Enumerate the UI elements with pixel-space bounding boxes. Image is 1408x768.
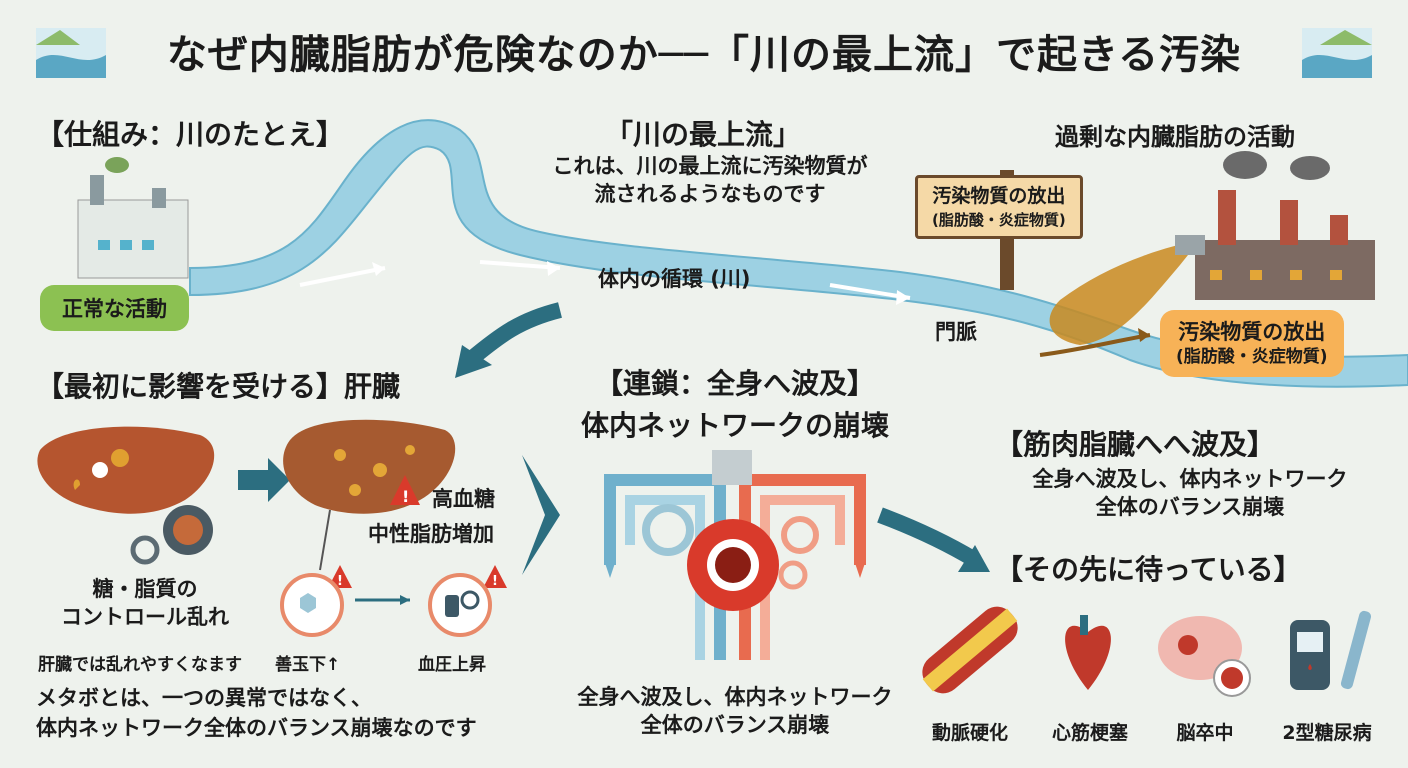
gear-icon <box>642 504 694 556</box>
cholesterol-label: 善玉下↑ <box>275 655 341 675</box>
arrow-to-liver <box>464 302 562 367</box>
upstream-desc-line2: 流されるようなものです <box>594 182 826 207</box>
pollution-stream <box>1049 240 1200 345</box>
river-landscape-icon <box>1302 28 1372 78</box>
liver-icon <box>37 426 215 514</box>
chain-bottom-line1: 全身へ波及し、体内ネットワーク <box>577 685 893 709</box>
arrow-to-muscle <box>877 507 980 567</box>
portal-vein-label: 門脈 <box>935 320 977 344</box>
pollution-sign-line2: (脂肪酸・炎症物質) <box>932 210 1066 229</box>
artery-icon <box>922 606 1018 694</box>
metabo-line2: 体内ネットワーク全体のバランス崩壊なのです <box>36 716 477 741</box>
pollution-sign: 汚染物質の放出 (脂肪酸・炎症物質) <box>915 175 1083 239</box>
hyperglycemia-label: 高血糖 <box>432 487 495 511</box>
pollution-box-line1: 汚染物質の放出 <box>1178 320 1326 344</box>
chain-heading-line1: 【連鎖：全身へ波及】 <box>594 367 875 400</box>
normal-activity-badge: 正常な活動 <box>40 285 189 331</box>
upstream-heading: 「川の最上流」 <box>605 118 802 151</box>
muscle-line1: 全身へ波及し、体内ネットワーク <box>1032 467 1348 491</box>
blood-pressure-monitor-icon <box>428 573 492 637</box>
pollution-release-box: 汚染物質の放出 (脂肪酸・炎症物質) <box>1160 310 1344 378</box>
excess-heading: 過剰な内臓脂肪の活動 <box>1055 123 1295 151</box>
river-flow-arrow <box>479 260 561 270</box>
page-title: なぜ内臓脂肪が危険なのか──「川の最上流」で起きる汚染 <box>166 32 1242 78</box>
disease-label-type2-diabetes: 2型糖尿病 <box>1282 722 1372 744</box>
blood-pressure-label: 血圧上昇 <box>418 655 486 675</box>
pollution-sign-line1: 汚染物質の放出 <box>932 185 1066 207</box>
chain-heading: 【連鎖：全身へ波及】 体内ネットワークの崩壊 <box>565 363 905 447</box>
chain-heading-line2: 体内ネットワークの崩壊 <box>580 409 889 442</box>
liver-disorder-line2: コントロール乱れ <box>61 605 229 630</box>
upstream-desc-line1: これは、川の最上流に汚染物質が <box>552 154 868 178</box>
circulation-label: 体内の循環 (川) <box>598 267 751 291</box>
metabo-summary: メタボとは、一つの異常ではなく、 体内ネットワーク全体のバランス崩壊なのです <box>36 683 477 744</box>
river-flow-arrow <box>299 266 386 287</box>
disease-label-myocardial-infarction: 心筋梗塞 <box>1051 722 1128 744</box>
future-heading: 【その先に待っている】 <box>995 553 1302 586</box>
svg-text:!: ! <box>402 487 409 506</box>
factory-icon <box>77 157 189 279</box>
muscle-heading: 【筋肉脂臓へへ波及】 <box>995 428 1276 461</box>
disease-label-stroke: 脳卒中 <box>1176 722 1234 744</box>
muscle-text: 全身へ波及し、体内ネットワーク 全体のバランス崩壊 <box>995 465 1385 522</box>
heart-icon <box>1065 615 1111 690</box>
chain-chevron-arrow <box>522 455 560 575</box>
insulin-pen-icon <box>1340 610 1372 690</box>
liver-disorder-note: 肝臓では乱れやすくなます <box>38 655 242 675</box>
factory-icon <box>1175 151 1375 300</box>
liver-disorder-line1: 糖・脂質の <box>92 577 198 601</box>
muscle-line2: 全体のバランス崩壊 <box>1095 495 1285 520</box>
warning-icon: ! <box>390 475 420 506</box>
metabo-line1: メタボとは、一つの異常ではなく、 <box>36 686 372 710</box>
gear-icon <box>778 560 808 590</box>
chain-bottom-line2: 全体のバランス崩壊 <box>640 713 830 738</box>
fatty-liver-icon <box>283 419 456 514</box>
warning-icon: ! <box>483 565 507 589</box>
chain-bottom-text: 全身へ波及し、体内ネットワーク 全体のバランス崩壊 <box>555 683 915 740</box>
pollution-box-line2: (脂肪酸・炎症物質) <box>1176 347 1328 368</box>
svg-text:!: ! <box>337 574 343 589</box>
triglyceride-label: 中性脂肪増加 <box>368 522 494 546</box>
river-landscape-icon <box>36 28 106 78</box>
liver-progress-arrow <box>238 458 290 502</box>
upstream-description: これは、川の最上流に汚染物質が 流されるようなものです <box>500 152 920 209</box>
center-gear-icon <box>687 519 779 611</box>
disease-label-arteriosclerosis: 動脈硬化 <box>931 722 1008 744</box>
liver-heading: 【最初に影響を受ける】肝臓 <box>36 370 401 403</box>
glucose-meter-icon <box>1290 610 1372 690</box>
mechanism-heading: 【仕組み：川のたとえ】 <box>36 118 345 151</box>
brain-icon <box>1158 616 1251 697</box>
svg-text:!: ! <box>492 574 498 589</box>
liver-disorder-text: 糖・脂質の コントロール乱れ <box>40 575 250 632</box>
gear-icon <box>130 535 160 565</box>
gear-icon <box>781 516 819 554</box>
